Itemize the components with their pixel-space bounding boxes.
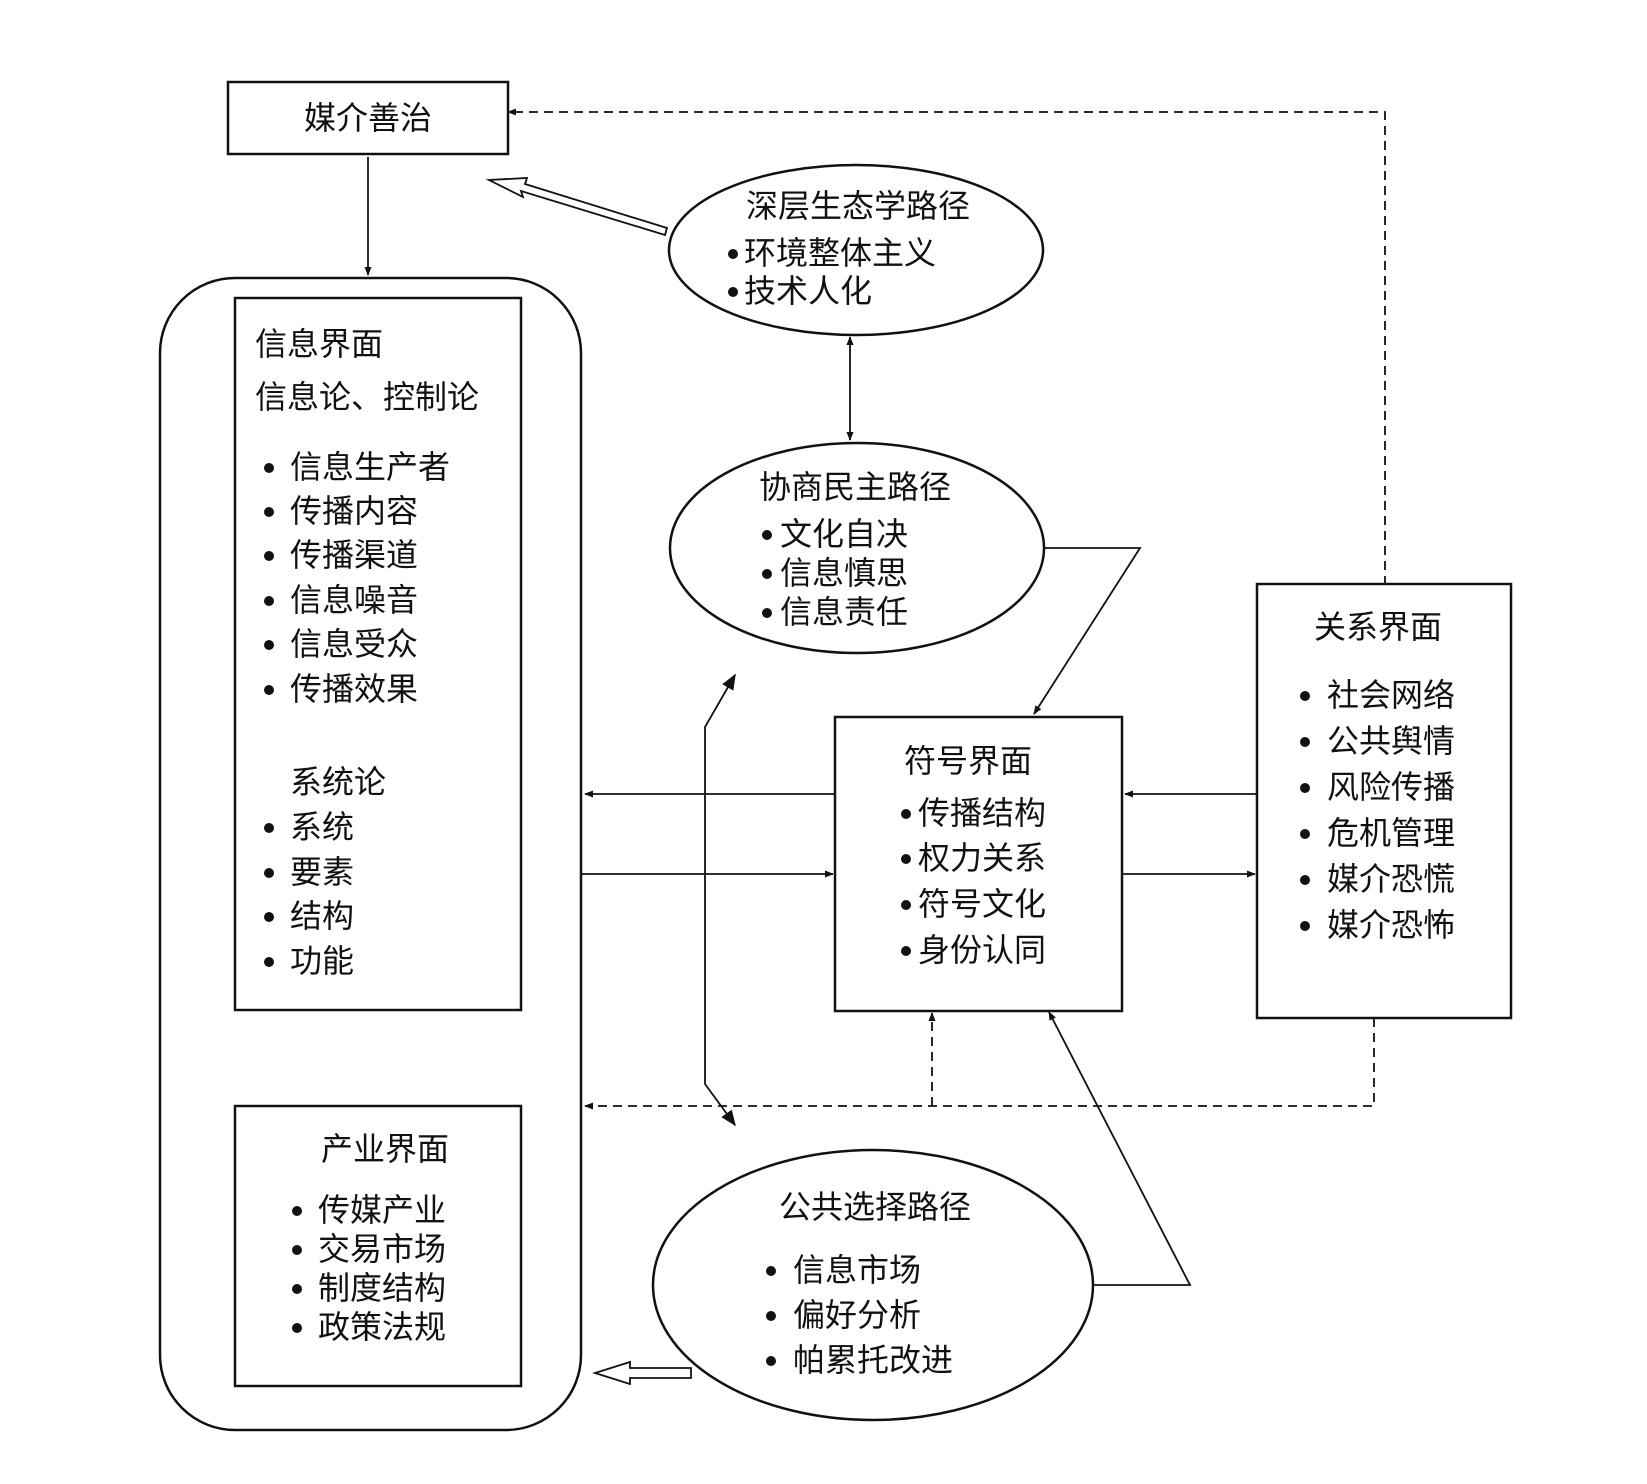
relation-item: 社会网络: [1327, 676, 1455, 714]
bullet-dot: [901, 854, 911, 864]
relation-item: 风险传播: [1327, 768, 1455, 806]
public-choice-title: 公共选择路径: [779, 1188, 971, 1226]
bullet-dot: [1300, 783, 1310, 793]
relation-item: 媒介恐慌: [1327, 860, 1455, 898]
symbol-item: 身份认同: [918, 931, 1046, 969]
bullet-dot: [901, 900, 911, 910]
dashed-arrow-relation-to-governance: [507, 108, 1386, 585]
info-interface-title: 信息界面: [255, 325, 383, 363]
arrow-deliberative-to-symbol: [1033, 547, 1142, 715]
deep-ecology-title: 深层生态学路径: [746, 187, 970, 225]
bullet-dot: [728, 287, 738, 297]
relation-item: 媒介恐怖: [1327, 906, 1455, 944]
deep-ecology-item: 技术人化: [744, 272, 872, 310]
public-choice-item: 帕累托改进: [793, 1341, 953, 1379]
double-arrow-deliberative-public-choice: [704, 673, 736, 1127]
bullet-dot: [264, 640, 274, 650]
industry-interface-list: 传媒产业 交易市场 制度结构 政策法规: [292, 1191, 446, 1346]
symbol-interface-box: 符号界面 传播结构 权力关系 符号文化 身份认同: [833, 715, 1124, 1013]
deep-ecology-item: 环境整体主义: [744, 234, 936, 272]
system-item: 系统: [290, 808, 354, 846]
bullet-dot: [766, 1311, 776, 1321]
industry-interface-title: 产业界面: [321, 1130, 449, 1168]
bullet-dot: [264, 823, 274, 833]
industry-interface-box: 产业界面 传媒产业 交易市场 制度结构 政策法规: [233, 1104, 523, 1388]
bullet-dot: [901, 946, 911, 956]
bullet-dot: [292, 1323, 302, 1333]
info-interface-subtitle: 信息论、控制论: [255, 378, 479, 416]
bullet-dot: [1300, 875, 1310, 885]
deliberative-item: 信息责任: [780, 593, 908, 631]
info-item: 传播效果: [290, 670, 418, 708]
bullet-dot: [901, 809, 911, 819]
bullet-dot: [762, 608, 772, 618]
symbol-interface-title: 符号界面: [904, 742, 1032, 780]
bullet-dot: [292, 1206, 302, 1216]
bullet-dot: [264, 957, 274, 967]
governance-box: 媒介善治: [226, 80, 510, 156]
dashed-arrow-relation-to-info: [584, 1018, 1375, 1110]
symbol-item: 权力关系: [918, 839, 1046, 877]
industry-item: 政策法规: [318, 1308, 446, 1346]
system-item: 功能: [290, 942, 354, 980]
bullet-dot: [264, 596, 274, 606]
relation-interface-box: 关系界面 社会网络 公共舆情 风险传播 危机管理 媒介恐慌 媒介恐怖: [1255, 582, 1513, 1020]
deliberative-ellipse: 协商民主路径 文化自决 信息慎思 信息责任: [668, 441, 1046, 655]
bullet-dot: [292, 1284, 302, 1294]
deliberative-item: 信息慎思: [780, 554, 908, 592]
bullet-dot: [264, 551, 274, 561]
bullet-dot: [766, 1356, 776, 1366]
bullet-dot: [728, 249, 738, 259]
relation-item: 危机管理: [1327, 814, 1455, 852]
info-item: 信息受众: [290, 625, 418, 663]
system-theory-list: 系统 要素 结构 功能: [264, 808, 354, 980]
bullet-dot: [264, 463, 274, 473]
bullet-dot: [1300, 737, 1310, 747]
hollow-arrow-ecology-to-governance: [485, 177, 669, 237]
system-theory-title: 系统论: [290, 763, 386, 801]
bullet-dot: [264, 868, 274, 878]
arrow-public-choice-to-symbol: [1048, 1011, 1192, 1286]
hollow-arrow-public-choice-to-info: [591, 1360, 692, 1386]
info-item: 传播内容: [290, 492, 418, 530]
deep-ecology-ellipse: 深层生态学路径 环境整体主义 技术人化: [667, 163, 1045, 337]
bullet-dot: [766, 1266, 776, 1276]
bullet-dot: [1300, 921, 1310, 931]
industry-item: 交易市场: [318, 1230, 446, 1268]
deliberative-item: 文化自决: [780, 515, 908, 553]
info-interface-list: 信息生产者 传播内容 传播渠道 信息噪音 信息受众 传播效果: [264, 448, 450, 708]
info-interface-box: 信息界面 信息论、控制论 信息生产者 传播内容 传播渠道 信息噪音 信息受众 传…: [233, 296, 523, 1012]
industry-item: 传媒产业: [318, 1191, 446, 1229]
bullet-dot: [264, 685, 274, 695]
symbol-item: 传播结构: [918, 794, 1046, 832]
industry-item: 制度结构: [318, 1269, 446, 1307]
relation-interface-title: 关系界面: [1314, 608, 1442, 646]
symbol-item: 符号文化: [918, 885, 1046, 923]
bullet-dot: [264, 912, 274, 922]
bullet-dot: [1300, 829, 1310, 839]
deliberative-title: 协商民主路径: [759, 468, 951, 506]
bullet-dot: [762, 569, 772, 579]
bullet-dot: [264, 507, 274, 517]
bullet-dot: [762, 530, 772, 540]
system-item: 结构: [290, 897, 354, 935]
bullet-dot: [292, 1245, 302, 1255]
system-item: 要素: [290, 853, 354, 891]
info-item: 信息噪音: [290, 581, 418, 619]
bullet-dot: [1300, 691, 1310, 701]
public-choice-item: 信息市场: [793, 1251, 921, 1289]
public-choice-ellipse: 公共选择路径 信息市场 偏好分析 帕累托改进: [651, 1148, 1095, 1422]
governance-title: 媒介善治: [304, 99, 432, 137]
info-item: 传播渠道: [290, 536, 418, 574]
relation-item: 公共舆情: [1327, 722, 1455, 760]
public-choice-item: 偏好分析: [793, 1296, 921, 1334]
info-item: 信息生产者: [290, 448, 450, 486]
